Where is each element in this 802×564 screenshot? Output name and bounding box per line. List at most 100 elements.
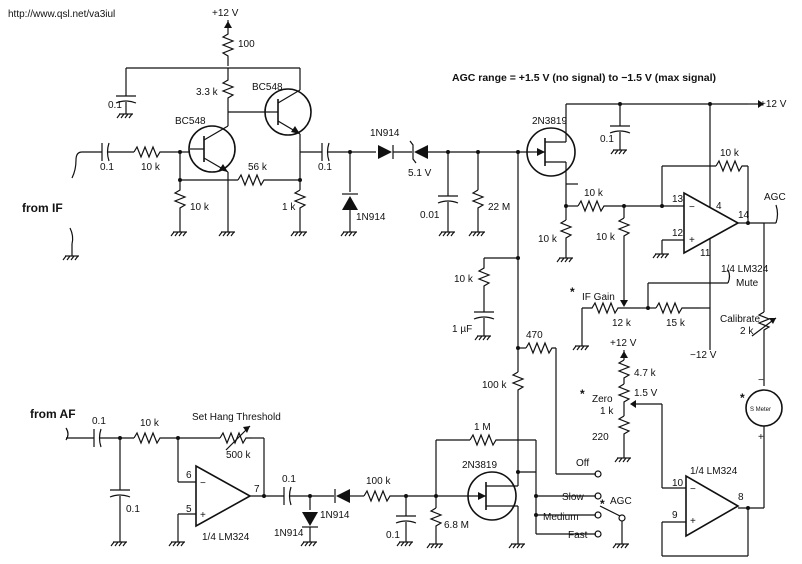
svg-text:470: 470 [526, 330, 543, 341]
svg-text:+12 V: +12 V [610, 338, 637, 349]
svg-text:0.1: 0.1 [100, 162, 114, 173]
svg-text:1.5 V: 1.5 V [634, 388, 658, 399]
svg-text:Set Hang Threshold: Set Hang Threshold [192, 412, 281, 423]
svg-text:−: − [758, 375, 764, 386]
supply-top: +12 V 100 [212, 8, 255, 66]
switch-medium[interactable]: Medium [543, 512, 579, 523]
svg-text:1N914: 1N914 [320, 510, 350, 521]
svg-text:−: − [690, 484, 696, 495]
svg-text:1/4 LM324: 1/4 LM324 [690, 466, 738, 477]
svg-text:2N3819: 2N3819 [462, 460, 497, 471]
agc-range-note: AGC range = +1.5 V (no signal) to −1.5 V… [452, 72, 716, 84]
fet-q3: 2N3819 [526, 104, 576, 184]
switch-fast[interactable]: Fast [568, 530, 588, 541]
opamp-u2: − + 6 5 7 1/4 LM324 [186, 464, 260, 543]
svg-text:*: * [740, 391, 745, 405]
svg-text:0.1: 0.1 [600, 134, 614, 145]
svg-text:4: 4 [716, 201, 722, 212]
svg-text:−: − [200, 478, 206, 489]
svg-text:1 k: 1 k [600, 406, 614, 417]
s-meter: S Meter * [740, 389, 783, 427]
svg-text:0.1: 0.1 [126, 504, 140, 515]
svg-text:56 k: 56 k [248, 162, 268, 173]
agc-mode-switch[interactable]: Off Slow Medium Fast * AGC [543, 458, 632, 549]
svg-text:1 M: 1 M [474, 422, 491, 433]
svg-text:10 k: 10 k [190, 202, 210, 213]
svg-text:0.01: 0.01 [420, 210, 440, 221]
r3k3-label: 3.3 k [196, 87, 219, 98]
svg-text:BC548: BC548 [252, 82, 283, 93]
switch-agc-label: AGC [610, 496, 632, 507]
svg-text:−: − [689, 202, 695, 213]
svg-text:BC548: BC548 [175, 116, 206, 127]
opamp-u1: − + 13 12 4 11 14 1/4 LM324 [672, 191, 769, 275]
svg-text:2 k: 2 k [740, 326, 754, 337]
switch-off[interactable]: Off [576, 458, 589, 469]
svg-text:Calibrate: Calibrate [720, 314, 760, 325]
switch-slow[interactable]: Slow [562, 492, 584, 503]
svg-text:13: 13 [672, 194, 684, 205]
source-url: http://www.qsl.net/va3iul [8, 9, 115, 20]
fet-q4: 2N3819 [462, 460, 518, 521]
svg-text:12: 12 [672, 228, 684, 239]
svg-text:+: + [690, 516, 696, 527]
svg-text:5: 5 [186, 504, 192, 515]
svg-text:11: 11 [700, 248, 711, 259]
svg-text:0.1: 0.1 [108, 100, 122, 111]
svg-text:10 k: 10 k [538, 234, 558, 245]
svg-text:10: 10 [672, 478, 684, 489]
svg-text:1N914: 1N914 [274, 528, 304, 539]
svg-text:−12 V: −12 V [690, 350, 717, 361]
svg-text:1 µF: 1 µF [452, 324, 472, 335]
svg-text:S Meter: S Meter [750, 407, 771, 413]
svg-text:6.8 M: 6.8 M [444, 520, 469, 531]
svg-text:15 k: 15 k [666, 318, 686, 329]
svg-text:500 k: 500 k [226, 450, 251, 461]
svg-text:12 k: 12 k [612, 318, 632, 329]
svg-text:22 M: 22 M [488, 202, 510, 213]
svg-text:+12 V: +12 V [212, 8, 239, 19]
svg-text:+12 V: +12 V [760, 99, 787, 110]
svg-text:220: 220 [592, 432, 609, 443]
svg-text:100 k: 100 k [366, 476, 391, 487]
opamp-u3: − + 10 9 8 1/4 LM324 [672, 466, 744, 538]
svg-text:1N914: 1N914 [356, 212, 386, 223]
r100-label: 100 [238, 39, 255, 50]
svg-text:1N914: 1N914 [370, 128, 400, 139]
svg-text:2N3819: 2N3819 [532, 116, 567, 127]
svg-text:10 k: 10 k [141, 162, 161, 173]
svg-text:+: + [200, 510, 206, 521]
svg-text:10 k: 10 k [584, 188, 604, 199]
svg-text:0.1: 0.1 [282, 474, 296, 485]
svg-text:10 k: 10 k [720, 148, 740, 159]
svg-text:*: * [580, 387, 585, 401]
svg-text:0.1: 0.1 [92, 416, 106, 427]
svg-text:10 k: 10 k [140, 418, 160, 429]
transistor-q1: BC548 [175, 116, 236, 173]
svg-text:1 k: 1 k [282, 202, 296, 213]
svg-text:5.1 V: 5.1 V [408, 168, 432, 179]
svg-text:7: 7 [254, 484, 260, 495]
mute-label: Mute [736, 278, 759, 289]
agc-output-label: AGC [764, 192, 786, 203]
from-if-label: from IF [22, 201, 63, 215]
svg-text:1/4 LM324: 1/4 LM324 [721, 264, 769, 275]
svg-text:*: * [600, 497, 605, 511]
svg-text:14: 14 [738, 210, 750, 221]
svg-text:+: + [758, 432, 764, 443]
svg-text:10 k: 10 k [454, 274, 474, 285]
svg-text:4.7 k: 4.7 k [634, 368, 657, 379]
svg-text:9: 9 [672, 510, 678, 521]
svg-text:*: * [570, 285, 575, 299]
svg-text:0.1: 0.1 [386, 530, 400, 541]
cap-decoupling: 0.1 [108, 68, 137, 119]
transistor-q2: BC548 [252, 82, 312, 136]
svg-text:10 k: 10 k [596, 232, 616, 243]
svg-text:6: 6 [186, 470, 192, 481]
svg-text:8: 8 [738, 492, 744, 503]
svg-text:0.1: 0.1 [318, 162, 332, 173]
from-af-label: from AF [30, 407, 76, 421]
svg-text:+: + [689, 235, 695, 246]
svg-text:100 k: 100 k [482, 380, 507, 391]
